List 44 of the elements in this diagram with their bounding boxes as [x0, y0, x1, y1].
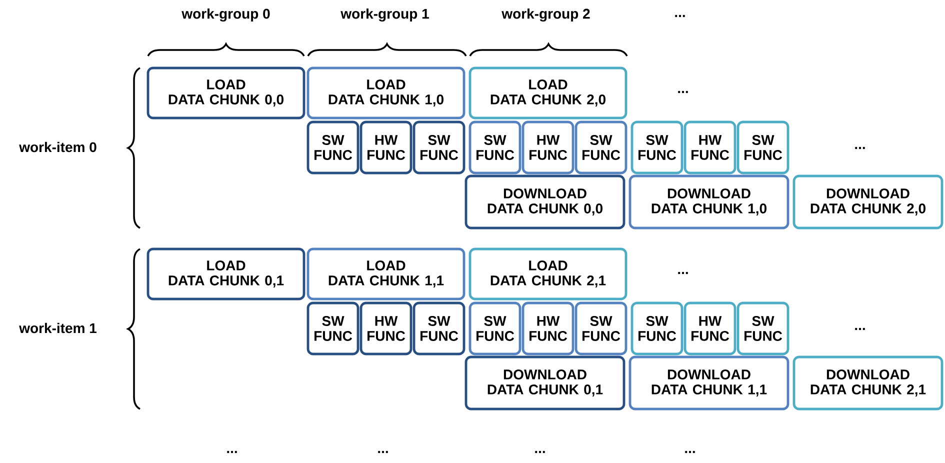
process-box: SW FUNC — [574, 120, 628, 174]
process-box: LOAD DATA CHUNK 2,0 — [468, 66, 628, 120]
process-box: LOAD DATA CHUNK 1,0 — [306, 66, 466, 120]
ellipsis: ... — [685, 450, 695, 454]
process-box: SW FUNC — [306, 302, 360, 356]
ellipsis: ... — [227, 450, 237, 454]
ellipsis: ... — [678, 90, 688, 94]
process-box: HW FUNC — [522, 302, 574, 356]
process-box: DOWNLOAD DATA CHUNK 2,0 — [792, 174, 944, 230]
process-box: HW FUNC — [522, 120, 574, 174]
process-box: HW FUNC — [684, 302, 736, 356]
process-box: SW FUNC — [412, 120, 466, 174]
process-box: DOWNLOAD DATA CHUNK 1,0 — [628, 174, 790, 230]
group-label: work-group 1 — [340, 8, 429, 22]
process-box: LOAD DATA CHUNK 0,0 — [146, 66, 306, 120]
process-box: HW FUNC — [360, 302, 412, 356]
process-box: SW FUNC — [412, 302, 466, 356]
process-box: DOWNLOAD DATA CHUNK 1,1 — [628, 356, 790, 410]
item-label: work-item 1 — [19, 322, 97, 334]
process-box: LOAD DATA CHUNK 1,1 — [306, 248, 466, 300]
process-box: DOWNLOAD DATA CHUNK 0,1 — [464, 356, 626, 410]
process-box: SW FUNC — [630, 120, 684, 174]
ellipsis: ... — [675, 14, 685, 18]
process-box: HW FUNC — [360, 120, 412, 174]
process-box: SW FUNC — [468, 120, 522, 174]
ellipsis: ... — [378, 450, 388, 454]
process-box: SW FUNC — [630, 302, 684, 356]
process-box: HW FUNC — [684, 120, 736, 174]
group-label: work-group 2 — [502, 8, 590, 22]
process-box: DOWNLOAD DATA CHUNK 0,0 — [464, 174, 626, 230]
group-label: work-group 0 — [182, 8, 270, 22]
ellipsis: ... — [678, 272, 688, 274]
process-box: SW FUNC — [306, 120, 360, 174]
ellipsis: ... — [855, 146, 865, 150]
process-box: SW FUNC — [574, 302, 628, 356]
process-box: SW FUNC — [736, 302, 790, 356]
process-box: DOWNLOAD DATA CHUNK 2,1 — [792, 356, 944, 410]
process-box: LOAD DATA CHUNK 2,1 — [468, 248, 628, 300]
process-box: LOAD DATA CHUNK 0,1 — [146, 248, 306, 300]
item-label: work-item 0 — [19, 142, 96, 152]
process-box: SW FUNC — [468, 302, 522, 356]
ellipsis: ... — [855, 328, 865, 330]
process-box: SW FUNC — [736, 120, 790, 174]
ellipsis: ... — [535, 450, 545, 454]
